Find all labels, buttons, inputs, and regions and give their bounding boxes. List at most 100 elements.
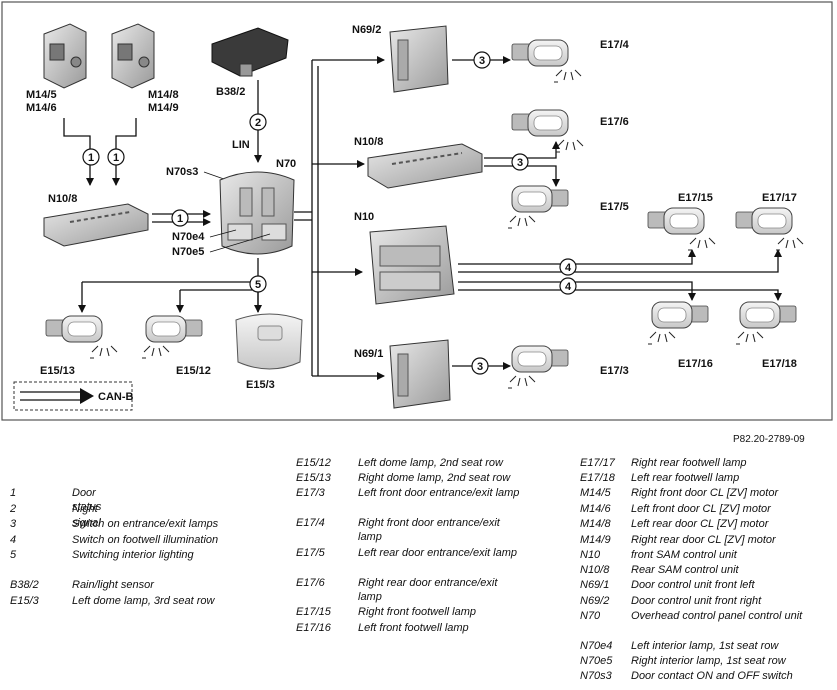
legend-desc: Left front door CL [ZV] motor xyxy=(631,503,771,515)
label-E15-13: E15/13 xyxy=(40,365,75,377)
door-motor-rear-image xyxy=(111,23,155,89)
svg-text:3: 3 xyxy=(477,361,483,373)
legend-code: N69/2 xyxy=(580,595,610,607)
legend-desc: Door status xyxy=(72,487,102,513)
legend-code: M14/6 xyxy=(580,503,611,515)
legend-desc: Right rear door entrance/exit lamp xyxy=(358,577,498,603)
svg-text:1: 1 xyxy=(177,213,183,225)
legend-code: E17/3 xyxy=(296,487,325,499)
label-E17-17: E17/17 xyxy=(762,192,797,204)
legend-desc: Left rear door entrance/exit lamp xyxy=(358,547,517,559)
legend-desc: Rain/light sensor xyxy=(72,579,154,591)
rear-sam-unit-left-image xyxy=(43,203,149,247)
legend-desc: Overhead control panel control unit xyxy=(631,610,803,622)
legend-desc: Left dome lamp, 3rd seat row xyxy=(72,595,215,607)
legend-desc: Left rear footwell lamp xyxy=(631,472,740,484)
legend-code: N70s3 xyxy=(580,670,612,682)
legend-code: 3 xyxy=(10,518,17,530)
legend-code: 4 xyxy=(10,534,17,546)
front-sam-unit-image xyxy=(369,225,455,305)
label-M14-8: M14/8 xyxy=(148,89,179,101)
legend-desc: Door control unit front left xyxy=(631,579,755,591)
label-E17-6: E17/6 xyxy=(600,116,629,128)
legend-desc: Left dome lamp, 2nd seat row xyxy=(358,457,503,469)
door-motor-front-image xyxy=(43,23,87,89)
svg-text:3: 3 xyxy=(517,157,523,169)
legend-code: E17/6 xyxy=(296,577,325,589)
label-N70e5: N70e5 xyxy=(172,246,204,258)
signal-1-motor-rear: 1 xyxy=(107,148,125,166)
label-B38-2: B38/2 xyxy=(216,86,245,98)
legend-code: M14/9 xyxy=(580,534,611,546)
label-M14-5: M14/5 xyxy=(26,89,57,101)
label-E17-16: E17/16 xyxy=(678,358,713,370)
label-E17-5: E17/5 xyxy=(600,201,629,213)
svg-text:1: 1 xyxy=(88,152,94,164)
legend-desc: Right interior lamp, 1st seat row xyxy=(631,655,786,667)
legend-desc: Left rear door CL [ZV] motor xyxy=(631,518,769,530)
legend-desc: Night signal xyxy=(72,503,101,529)
signal-3-n10-8: 3 xyxy=(511,153,529,171)
svg-text:5: 5 xyxy=(255,279,261,291)
legend-desc: Left interior lamp, 1st seat row xyxy=(631,640,779,652)
legend-desc: Switch on footwell illumination xyxy=(72,534,219,546)
label-N70: N70 xyxy=(276,158,296,170)
legend-code: E17/16 xyxy=(296,622,331,634)
svg-text:4: 4 xyxy=(565,262,572,274)
label-E17-4: E17/4 xyxy=(600,39,630,51)
label-N70e4: N70e4 xyxy=(172,231,205,243)
legend-desc: Right rear door CL [ZV] motor xyxy=(631,534,776,546)
wiring-diagram: M14/5 M14/6 M14/8 M14/9 1 1 N10/8 1 B38/… xyxy=(1,1,833,421)
legend-code: E17/15 xyxy=(296,606,331,618)
label-N10-8-left: N10/8 xyxy=(48,193,77,205)
legend-code: N10/8 xyxy=(580,564,610,576)
signal-1-motor-front: 1 xyxy=(82,148,100,166)
signal-2-lin: 2 xyxy=(249,113,267,131)
legend-code: 1 xyxy=(10,487,17,499)
label-E17-18: E17/18 xyxy=(762,358,797,370)
label-N10: N10 xyxy=(354,211,374,223)
label-E17-15: E17/15 xyxy=(678,192,713,204)
svg-text:3: 3 xyxy=(479,55,485,67)
legend-desc: front SAM control unit xyxy=(631,549,737,561)
legend-desc: Right dome lamp, 2nd seat row xyxy=(358,472,511,484)
svg-text:4: 4 xyxy=(565,281,572,293)
label-N69-1: N69/1 xyxy=(354,348,383,360)
legend-code: N69/1 xyxy=(580,579,610,591)
legend-code: E15/13 xyxy=(296,472,331,484)
legend-desc: Right front footwell lamp xyxy=(358,606,476,618)
legend-code: 5 xyxy=(10,549,17,561)
label-E15-3: E15/3 xyxy=(246,379,275,391)
rear-sam-unit-image xyxy=(367,143,483,189)
legend-desc: Right rear footwell lamp xyxy=(631,457,747,469)
svg-text:2: 2 xyxy=(255,117,261,129)
dome-lamp-E15-3-image xyxy=(235,313,303,370)
legend-code: M14/8 xyxy=(580,518,611,530)
door-unit-front-left-image xyxy=(389,339,451,409)
legend-desc: Door control unit front right xyxy=(631,595,762,607)
legend-desc: Right front door entrance/exit lamp xyxy=(358,517,500,543)
legend-code: E17/18 xyxy=(580,472,615,484)
label-E17-3: E17/3 xyxy=(600,365,629,377)
label-LIN: LIN xyxy=(232,139,250,151)
legend-desc: Left front door entrance/exit lamp xyxy=(358,487,520,499)
legend-code: B38/2 xyxy=(10,579,39,591)
legend-code: N70 xyxy=(580,610,601,622)
legend-code: M14/5 xyxy=(580,487,611,499)
signal-4-upper: 4 xyxy=(559,258,577,276)
label-M14-6: M14/6 xyxy=(26,102,57,114)
legend-code: E17/4 xyxy=(296,517,325,529)
legend-code: E17/17 xyxy=(580,457,615,469)
figure-reference: P82.20-2789-09 xyxy=(733,434,805,445)
label-E15-12: E15/12 xyxy=(176,365,211,377)
legend-code: E15/12 xyxy=(296,457,331,469)
label-can-b: CAN-B xyxy=(98,391,133,403)
legend-desc: Rear SAM control unit xyxy=(631,564,739,576)
signal-5-dome: 5 xyxy=(249,275,267,293)
legend-desc: Left front footwell lamp xyxy=(358,622,469,634)
signal-3-n69-1: 3 xyxy=(471,357,489,375)
legend-code: E17/5 xyxy=(296,547,325,559)
signal-1-n10-8: 1 xyxy=(171,209,189,227)
legend-code: N70e4 xyxy=(580,640,613,652)
legend-desc: Switch on entrance/exit lamps xyxy=(72,518,219,530)
